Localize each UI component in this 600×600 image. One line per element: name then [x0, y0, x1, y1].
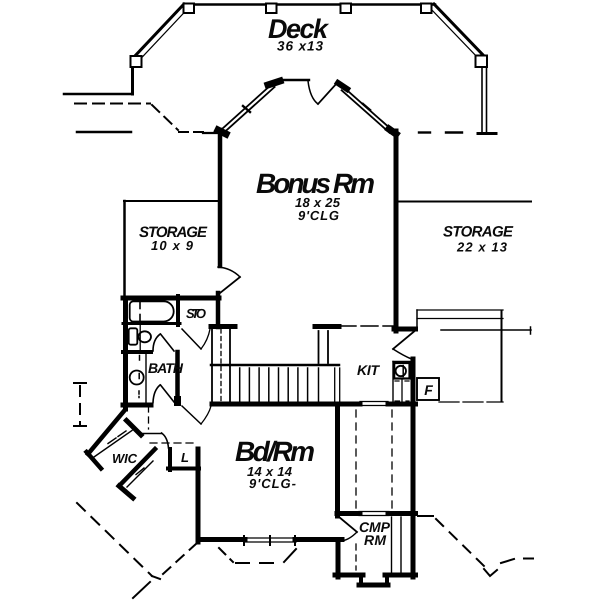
svg-text:KIT: KIT: [357, 362, 380, 378]
svg-text:9'CLG-: 9'CLG-: [249, 476, 296, 491]
svg-text:CMP: CMP: [359, 519, 391, 535]
svg-text:STO: STO: [186, 306, 206, 321]
svg-text:F: F: [424, 382, 433, 398]
svg-text:Bd/Rm: Bd/Rm: [235, 436, 315, 467]
svg-text:Bonus Rm: Bonus Rm: [256, 168, 375, 199]
svg-text:10 x 9: 10 x 9: [151, 238, 194, 253]
svg-text:18 x 25: 18 x 25: [295, 195, 341, 210]
svg-text:14 x 14: 14 x 14: [247, 464, 293, 479]
svg-text:STORAGE: STORAGE: [139, 224, 208, 241]
svg-text:Deck: Deck: [268, 14, 330, 44]
svg-text:22 x 13: 22 x 13: [456, 240, 508, 255]
svg-text:STORAGE: STORAGE: [443, 224, 514, 241]
svg-text:WIC: WIC: [112, 451, 138, 466]
svg-text:BATH: BATH: [148, 360, 184, 376]
svg-text:9'CLG: 9'CLG: [298, 208, 339, 223]
svg-text:36 x13: 36 x13: [277, 39, 323, 54]
svg-text:L: L: [181, 450, 189, 465]
svg-text:RM: RM: [364, 532, 386, 548]
